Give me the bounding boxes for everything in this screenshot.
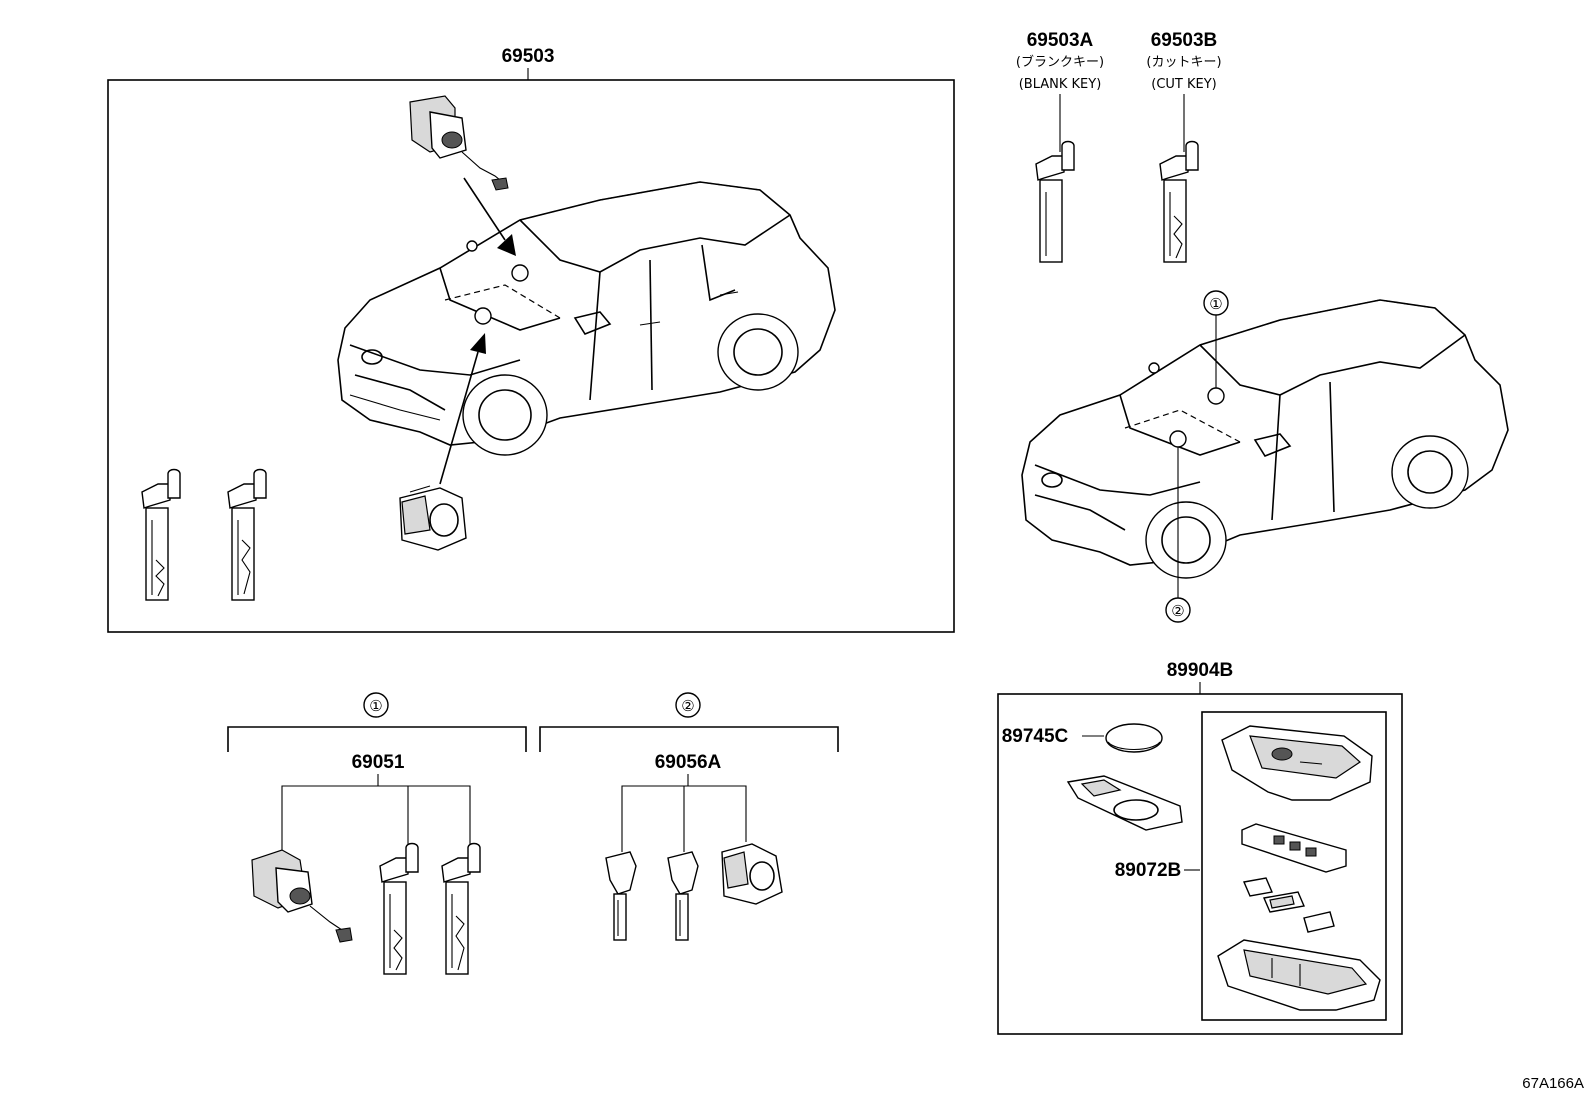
group-2-door-lock-illustration <box>721 843 783 905</box>
group-2: ② 69056A <box>539 692 839 941</box>
key-fob-button-panel-illustration <box>1241 823 1347 873</box>
transmitter-frame <box>997 693 1403 1035</box>
main-assembly-label: 69503 <box>502 46 555 67</box>
cut-key-en-label: (CUT KEY) <box>1151 77 1217 92</box>
blank-key-en-label: (BLANK KEY) <box>1019 77 1102 92</box>
transmitter-case-frame <box>1201 711 1387 1021</box>
illustration-code-label: 67A166A <box>1522 1075 1584 1092</box>
key-fob-top-cover-illustration <box>1221 725 1373 801</box>
battery-illustration <box>1105 723 1163 753</box>
group-2-part-label: 69056A <box>655 752 722 773</box>
ref-1-callout-right: ① <box>1203 290 1229 405</box>
main-assembly-group: 69503 <box>107 46 955 633</box>
group-1-ref-label: ① <box>369 698 382 715</box>
group-2-key-2-illustration <box>667 851 699 941</box>
group-2-ref-label: ② <box>681 698 694 715</box>
arrow-to-door-lock <box>439 333 486 485</box>
vehicle-illustration-left <box>337 181 836 456</box>
transmitter-part-label: 89904B <box>1167 660 1234 681</box>
key-fob-base-illustration <box>1066 775 1183 831</box>
key-illustration-2 <box>227 468 267 601</box>
ref-2-label-right: ② <box>1171 603 1184 620</box>
blank-key-part-label: 69503A <box>1027 30 1094 51</box>
key-fob-bottom-shell-illustration <box>1217 939 1381 1011</box>
cut-key-jp-label: (カットキー) <box>1146 55 1221 70</box>
cut-key-group: 69503B (カットキー) (CUT KEY) <box>1146 30 1222 263</box>
group-1-ignition-illustration <box>251 849 353 943</box>
group-2-key-1-illustration <box>605 851 637 941</box>
main-assembly-frame <box>107 79 955 633</box>
vehicle-illustration-right <box>1021 299 1509 579</box>
door-lock-cylinder-illustration <box>399 485 467 551</box>
key-illustration-1 <box>141 468 181 601</box>
cut-key-part-label: 69503B <box>1151 30 1218 51</box>
ignition-cylinder-illustration <box>409 95 509 191</box>
group-1-key-2-illustration <box>441 842 481 975</box>
blank-key-group: 69503A (ブランクキー) (BLANK KEY) <box>1016 30 1104 263</box>
blank-key-jp-label: (ブランクキー) <box>1016 54 1104 70</box>
group-1-key-1-illustration <box>379 842 419 975</box>
group-1: ① 69051 <box>227 692 527 975</box>
ref-1-label-right: ① <box>1209 296 1222 313</box>
arrow-to-ignition <box>463 177 516 256</box>
battery-part-label: 89745C <box>1002 726 1069 747</box>
ref-2-callout-right: ② <box>1165 430 1191 623</box>
key-fob-internals-illustration <box>1243 877 1335 933</box>
group-1-part-label: 69051 <box>352 752 405 773</box>
transmitter-group: 89904B 89745C 89072B <box>997 660 1403 1035</box>
case-part-label: 89072B <box>1115 860 1182 881</box>
